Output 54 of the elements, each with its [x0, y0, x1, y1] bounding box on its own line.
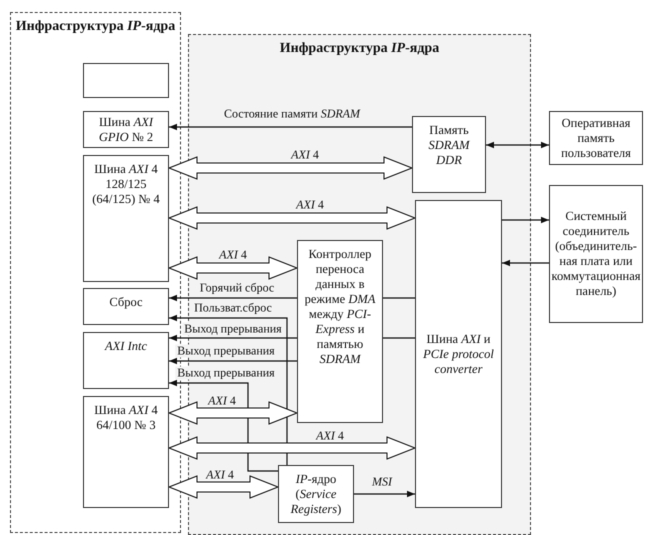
arrow: [169, 334, 297, 342]
edge-label: Состояние памяти SDRAM: [222, 108, 362, 120]
box-label: Контроллер переноса данных в режиме DMA между PCI-Express и памятью SDRAM: [304, 247, 376, 367]
box-label: Шина AXI GPIO № 2: [98, 114, 154, 144]
process-box: [83, 332, 169, 389]
process-box: [83, 155, 169, 282]
process-box: [549, 185, 643, 323]
process-box: [412, 116, 486, 193]
edge-label: AXI 4: [289, 148, 321, 162]
edge-label: AXI 4: [217, 248, 249, 262]
arrow: [502, 216, 549, 224]
empty-box: [83, 63, 169, 98]
box-label: IP-ядро (Service Registers): [290, 472, 342, 516]
edge-label: Горячий сброс: [198, 282, 276, 294]
box-label: Шина AXI 4 128/125 (64/125) № 4: [91, 162, 161, 207]
box-label: Сброс: [109, 295, 143, 310]
process-box: [549, 111, 643, 165]
edge-label: AXI 4: [314, 430, 346, 442]
arrow: [169, 294, 297, 302]
block-arrow: [168, 475, 280, 499]
box-label: Шина AXI и PCIe protocol converter: [422, 332, 495, 376]
edge-label: AXI 4: [206, 394, 238, 408]
edge-label: AXI 4: [294, 198, 326, 212]
block-arrow: [168, 436, 416, 460]
box-label: Шина AXI 4 64/100 № 3: [93, 403, 159, 433]
group-title: Инфраструктура IP-ядра: [278, 40, 440, 57]
box-label: Память SDRAM DDR: [428, 123, 471, 168]
arrow: [169, 314, 288, 465]
process-box: [83, 288, 169, 325]
process-box: [297, 240, 383, 423]
arrow: [169, 380, 278, 472]
arrow: [486, 142, 549, 148]
edge-label: AXI 4: [204, 468, 236, 482]
process-box: [278, 465, 354, 523]
block-arrow: [168, 156, 414, 180]
edge-label: Выход прерывания: [182, 322, 284, 336]
process-box: [83, 111, 169, 148]
group-title: Инфраструктура IP-ядра: [14, 18, 176, 35]
arrow: [502, 260, 549, 266]
edge-label: Пользват.сброс: [192, 302, 274, 314]
arrow: [169, 358, 297, 364]
box-label: Системный соединитель (объединитель-ная плата или коммутационная панель): [552, 209, 640, 299]
box-label: Оперативная память пользователя: [560, 116, 632, 160]
edge-label: Выход прерывания: [175, 344, 277, 358]
edge-label: Выход прерывания: [175, 366, 277, 380]
process-box: [83, 396, 169, 508]
box-label: AXI Intc: [105, 339, 147, 354]
block-arrow: [168, 401, 298, 425]
arrow: [354, 490, 415, 498]
process-box: [415, 200, 502, 508]
block-arrow: [168, 206, 416, 230]
edge-label: MSI: [370, 476, 394, 488]
block-arrow: [168, 256, 298, 280]
arrow: [169, 124, 412, 130]
